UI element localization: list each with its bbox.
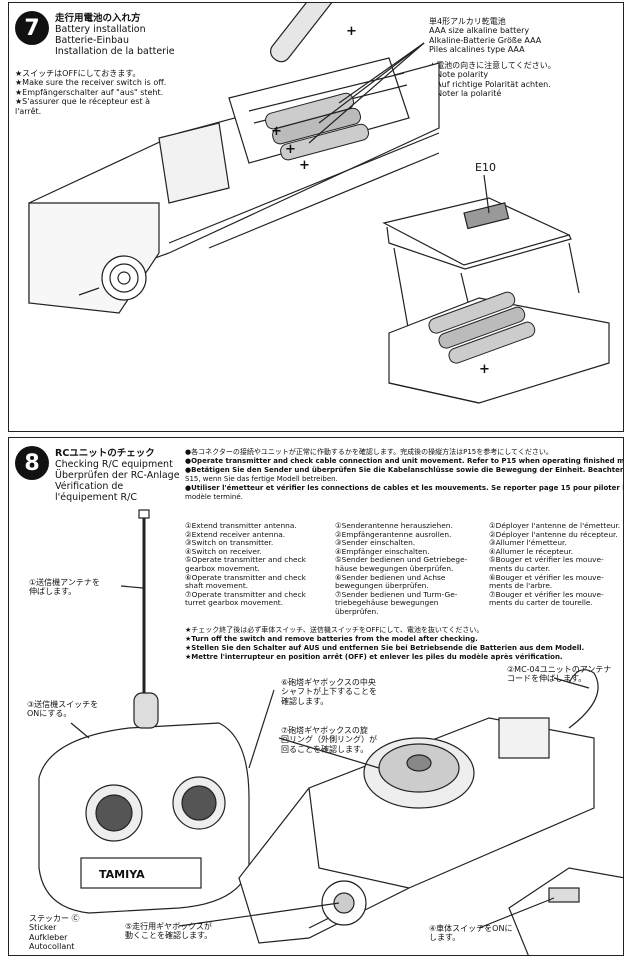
loose-aaa-battery <box>270 3 348 63</box>
plus-mark-loose: + <box>346 24 357 39</box>
plus-mark-cell-3: + <box>299 158 310 173</box>
polarity-note: ★電池の向きに注意してください。 ★Note polarity ★Auf ric… <box>429 61 556 99</box>
annotation-tx-antenna: ①送信機アンテナを 伸ばします。 <box>29 578 100 597</box>
after-check-note: ★チェック終了後は必ず車体スイッチ、送信機スイッチをOFFにして、電池を抜いてく… <box>185 626 585 661</box>
annotation-tx-switch: ③送信機スイッチを ONにする。 <box>27 700 99 719</box>
intro-text: ●各コネクターの接続やユニットが正常に作動するかを確認します。完成後の操縦方法は… <box>185 448 624 501</box>
rc-check-illustration: TAMIYA <box>38 509 623 955</box>
annotation-mc04-antenna: ②MC-04ユニットのアンテナ コードを伸ばします。 <box>507 665 612 684</box>
hull-top-deck <box>158 122 230 204</box>
annotation-center-shaft: ⑥砲塔ギヤボックスの中央 シャフトが上下することを 確認します。 <box>281 678 377 706</box>
step-8-panel: 8 RCユニットのチェック Checking R/C equipment Übe… <box>8 437 624 956</box>
hull-front <box>28 202 160 314</box>
plus-mark-cell-2: + <box>285 142 296 157</box>
step-7-number: 7 <box>15 11 49 45</box>
annotation-sticker: ステッカー Ⓒ Sticker Aufkleber Autocollant <box>29 914 80 952</box>
steps-french: ①Déployer l'antenne de l'émetteur. ②Dépl… <box>489 521 621 608</box>
plus-mark-lower: + <box>479 362 490 377</box>
switch-note: ★スイッチはOFFにしておきます。 ★Make sure the receive… <box>15 69 167 116</box>
annotation-turret-ring: ⑦砲塔ギヤボックスの旋 回リング（外側リング）が 回ることを確認します。 <box>281 726 377 754</box>
battery-cover-e10 <box>382 197 571 266</box>
drive-sprocket <box>101 255 147 301</box>
annotation-drive-gearbox: ⑤走行用ギヤボックスが 動くことを確認します。 <box>125 922 213 941</box>
steps-german: ①Senderantenne herausziehen. ②Empfängera… <box>335 521 468 616</box>
plus-mark-cell-1: + <box>271 124 282 139</box>
step-7-title: 走行用電池の入れ方 Battery installation Batterie-… <box>55 13 175 57</box>
part-e10-label: E10 <box>475 161 496 174</box>
annotation-body-switch: ④車体スイッチをONに します。 <box>429 924 513 943</box>
battery-installation-illustration: + + + + + <box>28 3 610 404</box>
battery-type-label: 単4形アルカリ乾電池 AAA size alkaline battery Alk… <box>429 17 542 55</box>
step-8-title: RCユニットのチェック Checking R/C equipment Überp… <box>55 448 180 503</box>
step-8-number: 8 <box>15 446 49 480</box>
transmitter-brand-label: TAMIYA <box>99 868 145 881</box>
step-7-panel: 7 走行用電池の入れ方 Battery installation Batteri… <box>8 2 624 432</box>
body-switch-inset <box>508 867 623 955</box>
mc04-unit <box>498 717 550 759</box>
steps-english: ①Extend transmitter antenna. ②Extend rec… <box>185 521 306 608</box>
